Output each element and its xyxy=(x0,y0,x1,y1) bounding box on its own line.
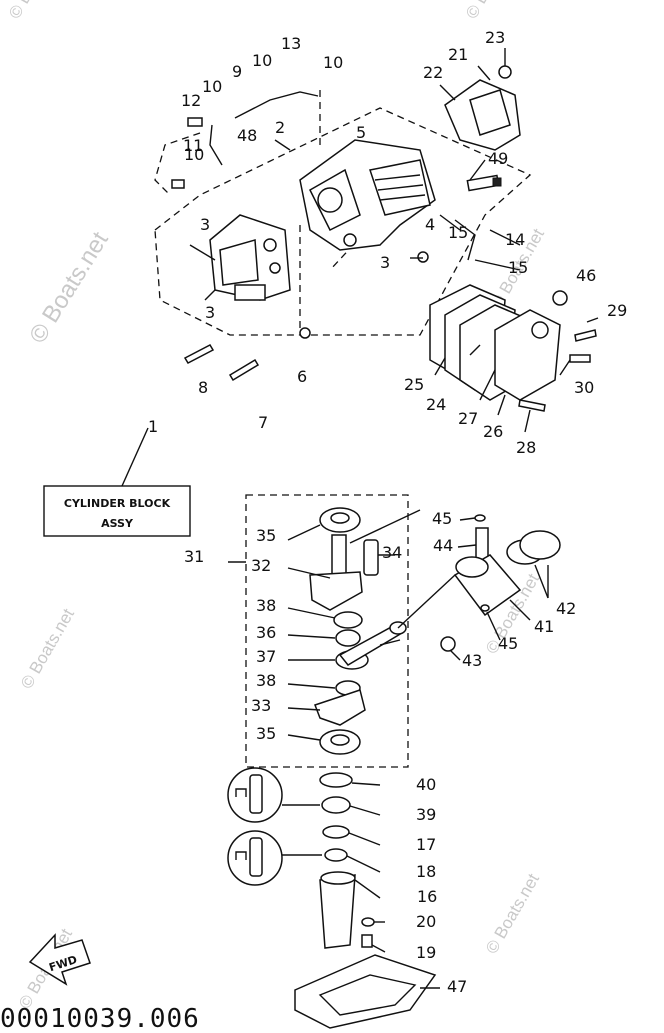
piston-group xyxy=(440,514,561,652)
exhaust-cover xyxy=(444,65,521,151)
fitting xyxy=(187,117,203,127)
callout-12: 12 xyxy=(181,91,201,110)
callout-15: 15 xyxy=(508,258,528,277)
callout-20: 20 xyxy=(416,912,436,931)
callout-40: 40 xyxy=(416,775,436,794)
callout-22: 22 xyxy=(423,63,443,82)
callout-10: 10 xyxy=(252,51,272,70)
nut-icon xyxy=(440,636,456,652)
callout-44: 44 xyxy=(433,536,453,555)
callout-38: 38 xyxy=(256,671,276,690)
callout-3: 3 xyxy=(380,253,390,272)
callout-21: 21 xyxy=(448,45,468,64)
callout-27: 27 xyxy=(458,409,478,428)
leader-lines-lower xyxy=(287,509,549,741)
lubricant-symbol xyxy=(227,830,283,886)
callout-24: 24 xyxy=(426,395,446,414)
callout-10: 10 xyxy=(323,53,343,72)
callout-7: 7 xyxy=(258,413,268,432)
callout-15: 15 xyxy=(448,223,468,242)
crankcase-half xyxy=(209,214,291,301)
watermark: © Boats.net xyxy=(24,227,114,348)
leader-lines-upper xyxy=(189,48,599,433)
callout-18: 18 xyxy=(416,862,436,881)
callout-19: 19 xyxy=(416,943,436,962)
callout-31: 31 xyxy=(184,547,204,566)
cylinder-block xyxy=(299,139,436,251)
fwd-arrow-icon: FWD xyxy=(28,933,91,986)
callout-38: 38 xyxy=(256,596,276,615)
callout-43: 43 xyxy=(462,651,482,670)
watermark: © Boats.net xyxy=(17,605,78,692)
watermark: © Boats.net xyxy=(5,0,66,22)
callout-32: 32 xyxy=(251,556,271,575)
assy-label-box: CYLINDER BLOCK ASSY xyxy=(43,427,191,537)
callout-10: 10 xyxy=(202,77,222,96)
callout-35: 35 xyxy=(256,526,276,545)
callout-39: 39 xyxy=(416,805,436,824)
callout-30: 30 xyxy=(574,378,594,397)
reed-plate-stack xyxy=(429,284,568,401)
callout-45: 45 xyxy=(432,509,452,528)
callout-26: 26 xyxy=(483,422,503,441)
callout-4: 4 xyxy=(425,215,435,234)
crankshaft-assembly-outline xyxy=(245,494,409,768)
watermark: © Boats.net xyxy=(462,0,523,22)
gasket xyxy=(294,954,437,1029)
bolt-icon xyxy=(498,65,512,79)
callout-35: 35 xyxy=(256,724,276,743)
callout-11: 11 xyxy=(183,136,203,155)
callout-6: 6 xyxy=(297,367,307,386)
plug-icon xyxy=(552,290,568,306)
callout-49: 49 xyxy=(488,149,508,168)
callout-41: 41 xyxy=(534,617,554,636)
hose-routing xyxy=(154,132,201,196)
bolt-group xyxy=(183,251,597,412)
callout-14: 14 xyxy=(505,230,525,249)
watermark: © Boats.net xyxy=(482,870,543,957)
callout-16: 16 xyxy=(417,887,437,906)
callout-3: 3 xyxy=(200,215,210,234)
callout-2: 2 xyxy=(275,118,285,137)
crankshaft xyxy=(309,507,407,755)
callout-47: 47 xyxy=(447,977,467,996)
callout-25: 25 xyxy=(404,375,424,394)
upper-assembly-outline xyxy=(154,107,532,336)
callout-23: 23 xyxy=(485,28,505,47)
assy-line-1: CYLINDER BLOCK xyxy=(64,497,171,510)
callout-1: 1 xyxy=(148,417,158,436)
callout-29: 29 xyxy=(607,301,627,320)
hose xyxy=(234,91,319,119)
callout-36: 36 xyxy=(256,623,276,642)
callout-8: 8 xyxy=(198,378,208,397)
assy-line-2: ASSY xyxy=(101,517,134,530)
callout-17: 17 xyxy=(416,835,436,854)
callout-37: 37 xyxy=(256,647,276,666)
callout-42: 42 xyxy=(556,599,576,618)
callout-33: 33 xyxy=(251,696,271,715)
callout-3: 3 xyxy=(205,303,215,322)
callout-48: 48 xyxy=(237,126,257,145)
callout-34: 34 xyxy=(382,543,402,562)
hose xyxy=(209,124,223,166)
callout-46: 46 xyxy=(576,266,596,285)
lubricant-symbol xyxy=(227,767,283,823)
callout-10: 10 xyxy=(184,145,204,164)
fitting xyxy=(171,179,185,189)
callout-45: 45 xyxy=(498,634,518,653)
lower-bearing-stack xyxy=(282,772,386,953)
spark-plug xyxy=(466,174,502,192)
callout-13: 13 xyxy=(281,34,301,53)
callout-5: 5 xyxy=(356,123,366,142)
callout-9: 9 xyxy=(232,62,242,81)
drawing-code: 00010039.006 xyxy=(0,1004,200,1033)
callout-28: 28 xyxy=(516,438,536,457)
